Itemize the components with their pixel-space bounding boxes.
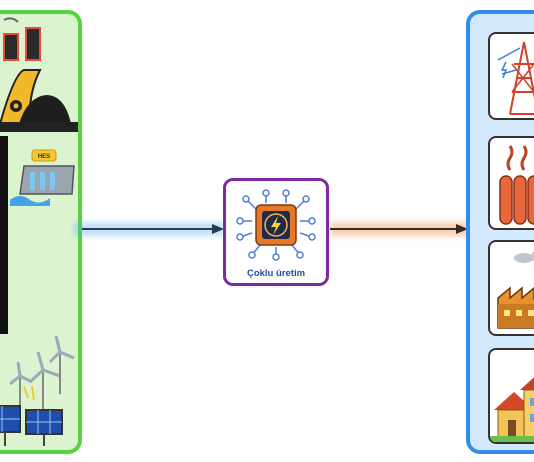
- radiator-heating-icon: [499, 145, 534, 225]
- nuclear-plant-icon: [0, 17, 78, 132]
- factory-icon: [497, 251, 534, 329]
- consumer-tile-factory: [488, 240, 534, 336]
- hub-label: Çoklu üretim: [246, 268, 306, 279]
- column-bar: [0, 136, 8, 334]
- output-arrow: [330, 222, 470, 236]
- houses-icon: [490, 377, 534, 442]
- consumer-tile-transmission: [488, 32, 534, 120]
- hydro-dam-icon: HES: [10, 149, 75, 206]
- wind-turbine-icon: [9, 335, 75, 414]
- consumer-tile-heating: [488, 136, 534, 230]
- consumers-panel: [466, 10, 534, 454]
- input-arrow: [74, 222, 224, 236]
- sources-panel: HES: [0, 10, 82, 454]
- sources-illustration: HES: [0, 17, 78, 446]
- consumer-tile-houses: [488, 348, 534, 444]
- solar-panel-icon: [0, 405, 63, 446]
- cogeneration-hub: Çoklu üretim: [223, 178, 329, 286]
- svg-text:HES: HES: [38, 154, 50, 160]
- chip-lightning-icon: [236, 189, 316, 261]
- transmission-tower-icon: [497, 41, 534, 115]
